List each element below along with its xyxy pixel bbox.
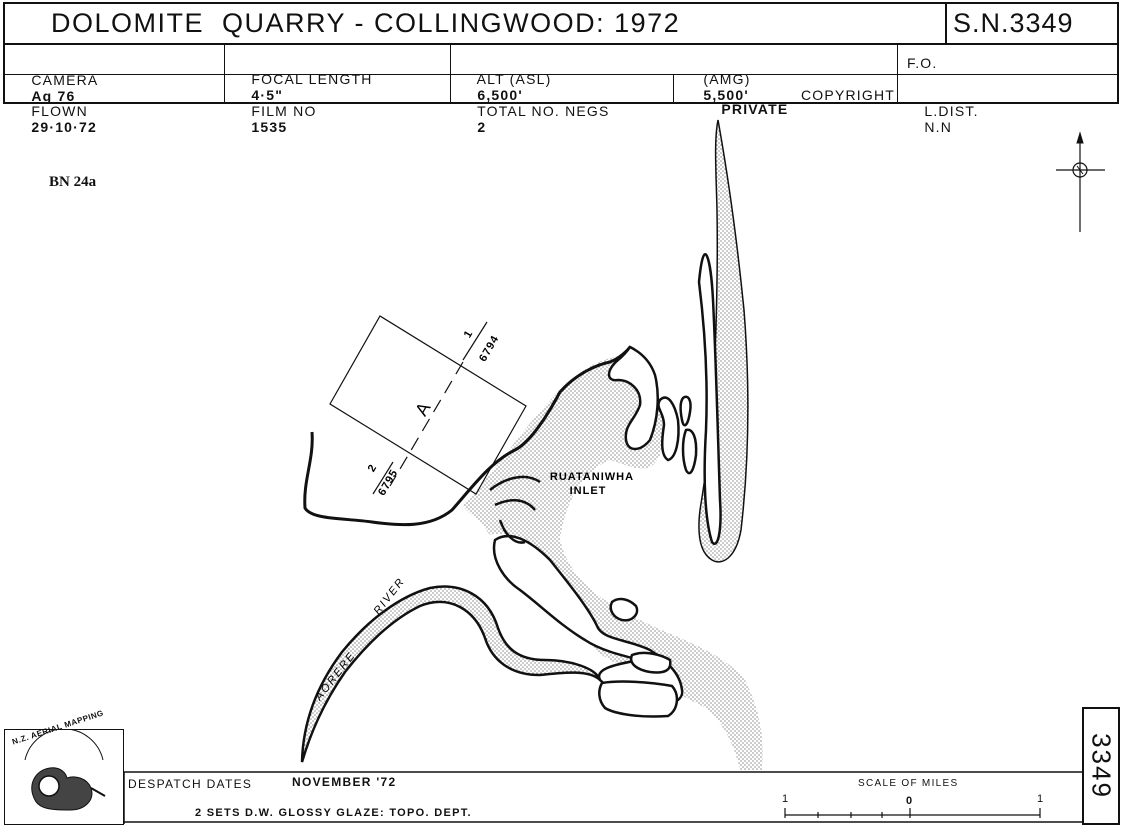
divider [450,44,451,102]
land-parcel [629,651,672,674]
kiwi-logo-icon [24,728,106,811]
island [657,396,680,462]
sheet-number-vertical: 3349 [1086,733,1117,799]
coastline-south [492,534,684,707]
photo-2-number: 2 [366,463,379,474]
north-arrow-icon [1056,131,1105,232]
scale-tick-right: 1 [1037,793,1045,805]
scale-tick-left: 1 [782,793,790,805]
altitude-amg-value: 5,500' [703,87,749,103]
aorere-river [300,585,602,763]
channel-shore [489,475,541,544]
photo-1-marker [462,321,488,361]
divider [5,74,1117,75]
film-number-value: 1535 [251,119,288,135]
footer-frame [123,771,1082,824]
camera-value: Ag 76 [31,88,76,104]
flown-label: FLOWN [31,103,88,119]
camera-label: CAMERA [31,72,99,88]
divider [224,44,225,102]
altitude-asl-value: 6,500' [477,87,523,103]
photo-2-marker [372,461,394,495]
copyright-label: COPYRIGHT [801,87,896,103]
film-number-label: FILM NO [251,103,317,119]
private-label: PRIVATE [721,101,789,117]
focal-length-label: FOCAL LENGTH [251,71,373,87]
flown-value: 29·10·72 [31,119,98,135]
fo-label: F.O. [907,55,938,71]
ruataniwha-inlet-water [462,356,763,770]
scale-tick-zero: 0 [906,795,914,807]
photo-1-film: 6794 [477,333,502,364]
l-dist-label: L.DIST. [924,103,979,119]
sets-note: 2 SETS D.W. GLOSSY GLAZE: TOPO. DEPT. [195,807,472,819]
divider [673,75,674,102]
island [681,428,698,475]
run-label: A [411,399,434,419]
inlet-label-line-1: RUATANIWHA [550,471,634,483]
total-negs-value: 2 [477,119,487,135]
photo-1-number: 1 [462,329,475,340]
map-reference-code: BN 24a [49,174,97,190]
l-dist-value: N.N [924,119,953,135]
sheet-number-vertical-box: 3349 [1082,707,1120,825]
river-label-aorere: AORERE [312,649,358,703]
despatch-label: DESPATCH DATES [128,777,253,791]
despatch-value: NOVEMBER '72 [292,775,397,789]
island [609,597,639,622]
coastline-north-lobe [607,345,659,451]
page-title: DOLOMITE QUARRY - COLLINGWOOD: 1972 [51,8,681,38]
inlet-label-line-2: INLET [570,485,607,497]
aerial-mapping-logo: N.Z. AERIAL MAPPING [4,708,124,825]
land-parcel [598,680,679,718]
altitude-amg-label: (AMG) [703,71,751,87]
scale-label: SCALE OF MILES [858,778,959,789]
divider [5,43,1117,45]
altitude-asl-label: ALT (ASL) [476,71,552,87]
photo-frame [329,315,527,495]
scale-bar [784,808,1041,818]
focal-length-value: 4·5" [251,87,284,103]
divider [945,4,947,44]
divider [897,44,898,102]
island [679,395,692,427]
total-negs-label: TOTAL NO. NEGS [477,103,610,119]
coastline-west [303,346,632,527]
spit-inner-shore [697,253,722,545]
sheet-number: S.N.3349 [953,8,1074,38]
header-table: DOLOMITE QUARRY - COLLINGWOOD: 1972 S.N.… [3,2,1119,135]
